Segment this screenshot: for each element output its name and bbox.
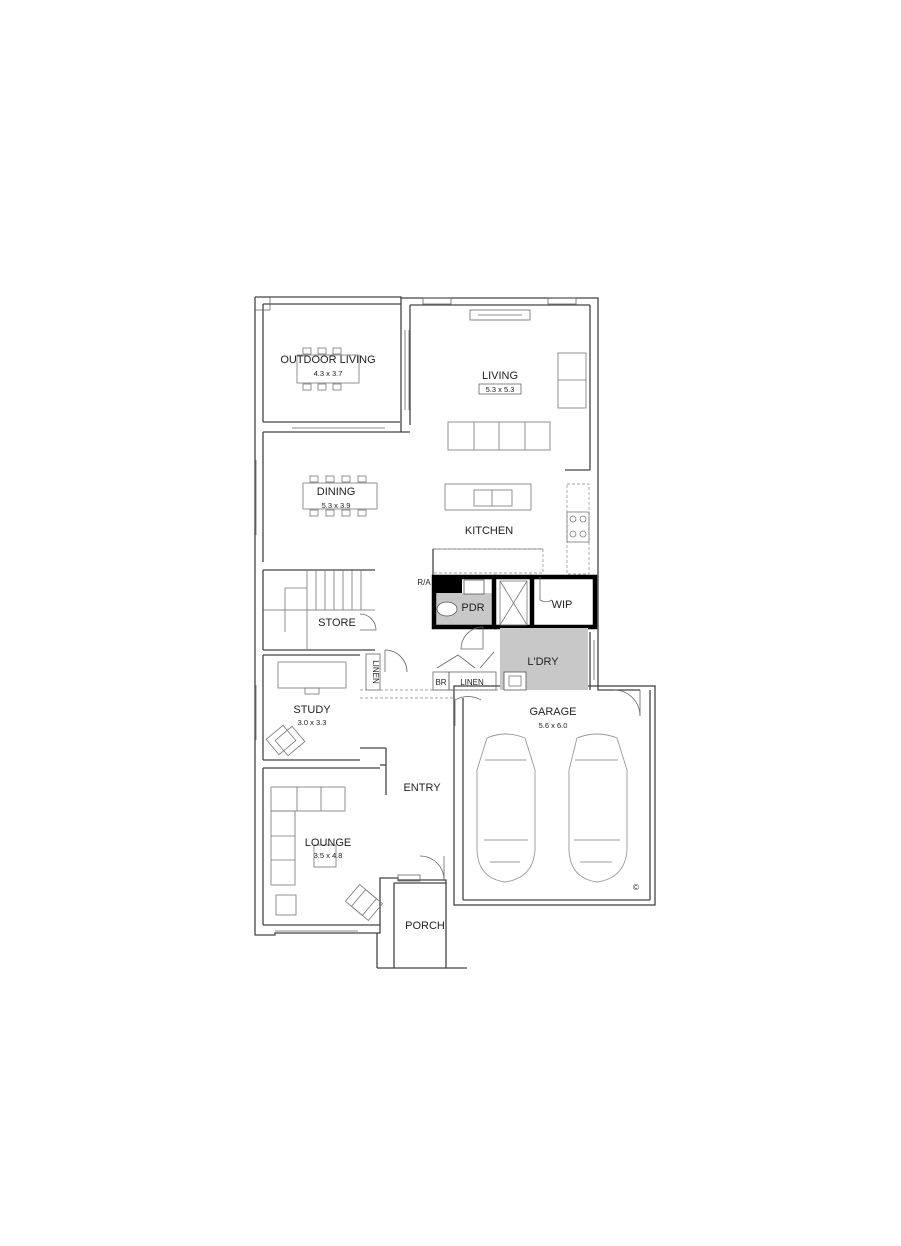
outdoor-living-size: 4.3 x 3.7 bbox=[314, 369, 343, 378]
lounge-size: 3.5 x 4.8 bbox=[314, 851, 343, 860]
porch-area bbox=[393, 882, 446, 968]
dining-label: DINING bbox=[317, 486, 356, 498]
garage-label: GARAGE bbox=[529, 706, 576, 718]
dining-size: 5.3 x 3.9 bbox=[322, 501, 351, 510]
kitchen-label: KITCHEN bbox=[465, 525, 513, 537]
store-label: STORE bbox=[318, 617, 356, 629]
outdoor-living-label: OUTDOOR LIVING bbox=[280, 354, 375, 366]
wet-area-walls bbox=[431, 574, 598, 650]
living-room bbox=[409, 297, 591, 471]
outdoor-living-area bbox=[255, 297, 410, 432]
br-label: BR bbox=[435, 678, 446, 687]
garage-size: 5.6 x 6.0 bbox=[539, 721, 568, 730]
store-stairs bbox=[262, 569, 408, 691]
copyright-mark: © bbox=[633, 883, 639, 892]
kitchen-area bbox=[432, 483, 590, 575]
lounge-label: LOUNGE bbox=[305, 837, 351, 849]
study-label: STUDY bbox=[293, 704, 331, 716]
study-size: 3.0 x 3.3 bbox=[298, 718, 327, 727]
study-room bbox=[255, 654, 387, 795]
outdoor-table bbox=[296, 347, 360, 391]
living-label: LIVING bbox=[482, 370, 518, 382]
entry-label: ENTRY bbox=[403, 782, 441, 794]
pdr-label: PDR bbox=[461, 602, 484, 614]
entry-hall bbox=[360, 651, 641, 882]
lounge-room bbox=[262, 767, 384, 932]
laundry-label: L'DRY bbox=[527, 656, 559, 668]
ra-label: R/A bbox=[417, 578, 431, 587]
garage-cars bbox=[476, 733, 628, 883]
linen-label: LINEN bbox=[460, 678, 484, 687]
linen-vertical-label: LINEN bbox=[371, 660, 380, 684]
wip-label: WIP bbox=[552, 599, 573, 611]
porch-label: PORCH bbox=[405, 920, 445, 932]
living-size: 5.3 x 5.3 bbox=[486, 385, 515, 394]
laundry-area bbox=[500, 628, 595, 691]
dining-room bbox=[255, 427, 410, 562]
